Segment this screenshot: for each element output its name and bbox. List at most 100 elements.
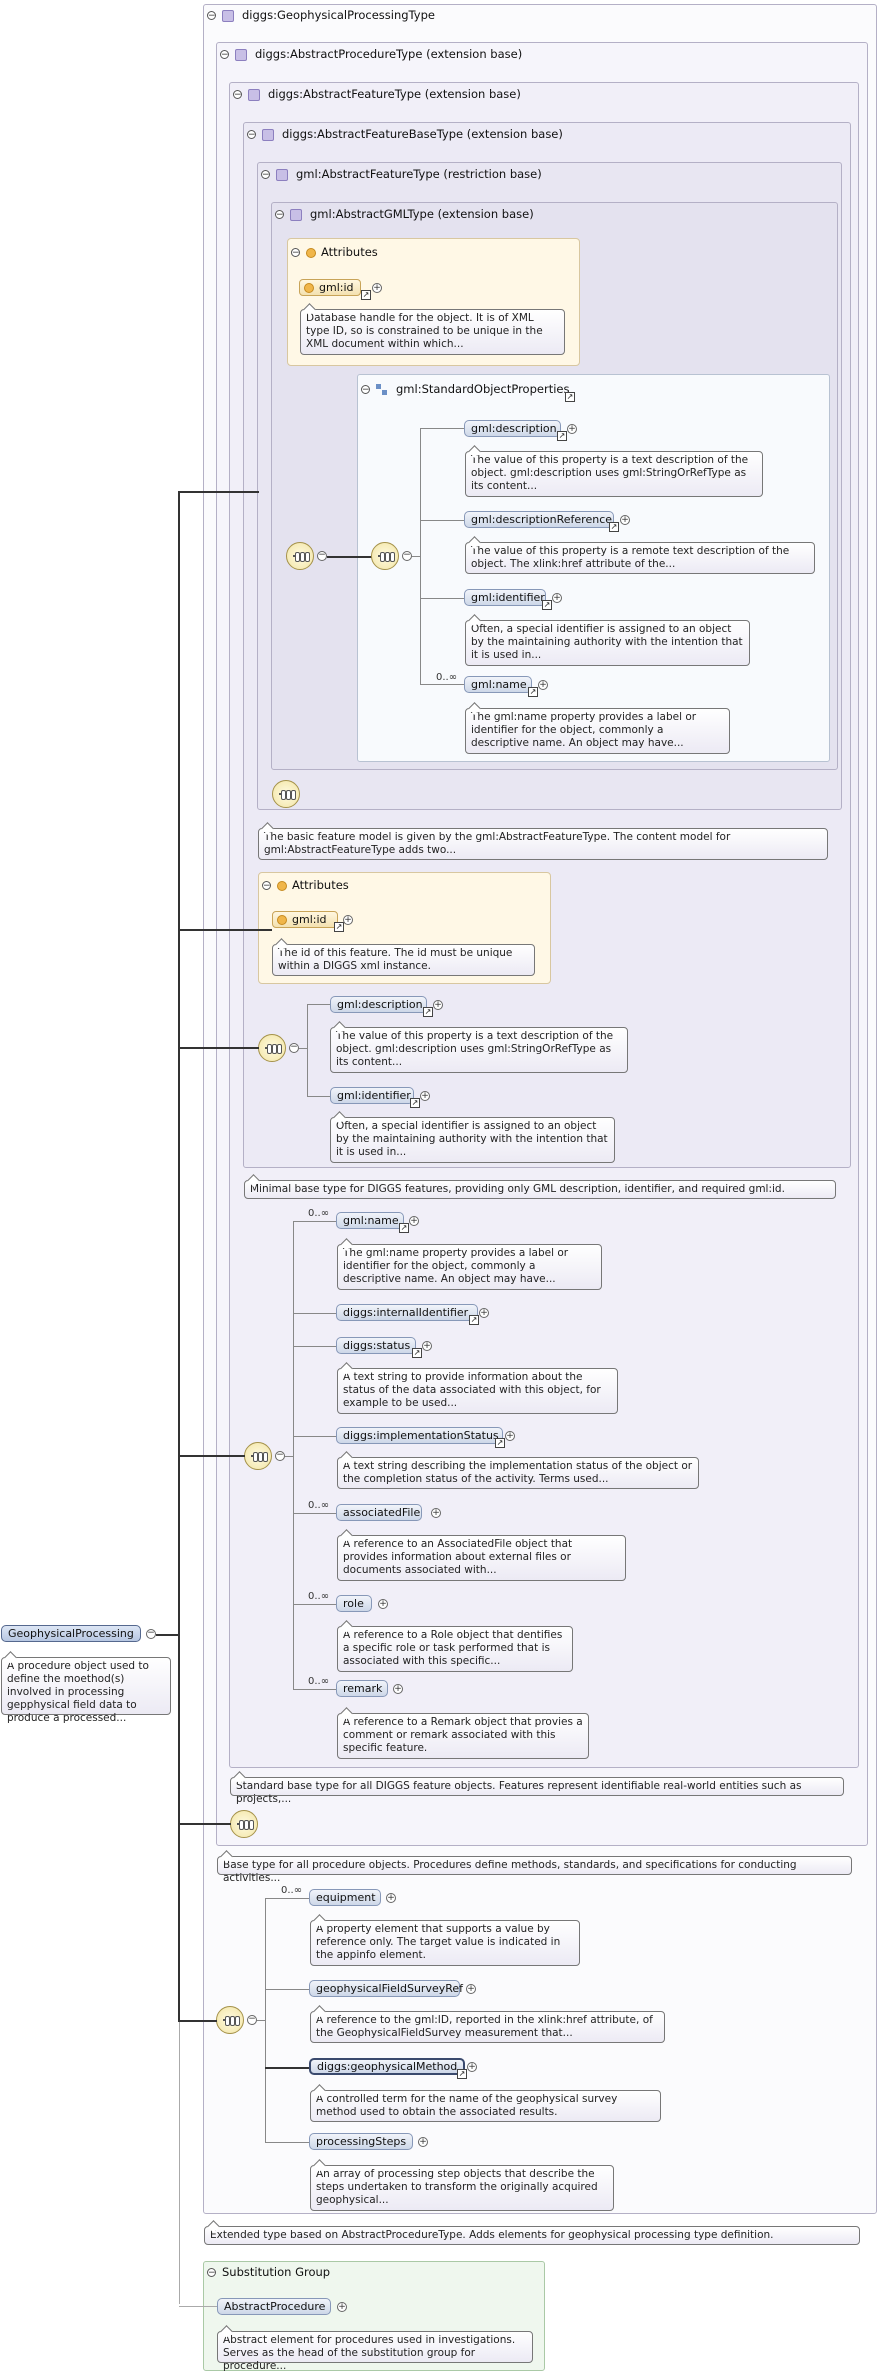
connector-line bbox=[265, 2142, 309, 2143]
connector-line bbox=[420, 684, 464, 685]
base-item-description-desc: The value of this property is a text des… bbox=[330, 1027, 628, 1073]
feature-item-implementation-status[interactable]: diggs:implementationStatus bbox=[336, 1427, 503, 1444]
feature-item-internal-identifier[interactable]: diggs:internalIdentifier bbox=[336, 1304, 478, 1321]
base-item-identifier[interactable]: gml:identifier bbox=[330, 1087, 414, 1104]
expand-icon[interactable]: + bbox=[337, 2302, 347, 2312]
gp-item-processing-steps-desc: An array of processing step objects that… bbox=[310, 2165, 614, 2211]
external-link-icon[interactable]: ↗ bbox=[334, 922, 344, 932]
collapse-icon[interactable]: − bbox=[402, 550, 412, 561]
external-link-icon[interactable]: ↗ bbox=[399, 1223, 409, 1233]
expand-icon[interactable]: + bbox=[567, 424, 577, 434]
external-link-icon[interactable]: ↗ bbox=[469, 1315, 479, 1325]
feature-item-associated-file[interactable]: associatedFile bbox=[336, 1504, 422, 1521]
external-link-icon[interactable]: ↗ bbox=[528, 687, 538, 697]
sequence-compositor-icon[interactable] bbox=[216, 2006, 244, 2034]
expand-icon[interactable]: + bbox=[479, 1308, 489, 1318]
expand-icon[interactable]: + bbox=[378, 1599, 388, 1609]
expand-icon[interactable]: + bbox=[386, 1893, 396, 1903]
external-link-icon[interactable]: ↗ bbox=[609, 522, 619, 532]
abstract-feature-type-header[interactable]: −diggs:AbstractFeatureType (extension ba… bbox=[233, 87, 521, 101]
attributes-header[interactable]: −Attributes bbox=[291, 245, 378, 259]
collapse-icon[interactable]: − bbox=[207, 11, 216, 21]
expand-icon[interactable]: + bbox=[422, 1341, 432, 1351]
external-link-icon[interactable]: ↗ bbox=[542, 600, 552, 610]
expand-icon[interactable]: + bbox=[418, 2137, 428, 2147]
sequence-compositor-icon[interactable] bbox=[244, 1442, 272, 1470]
collapse-icon[interactable]: − bbox=[220, 50, 229, 60]
expand-icon[interactable]: + bbox=[466, 1984, 476, 1994]
expand-icon[interactable]: + bbox=[505, 1431, 515, 1441]
external-link-icon[interactable]: ↗ bbox=[423, 1007, 433, 1017]
external-link-icon[interactable]: ↗ bbox=[565, 392, 575, 402]
sequence-compositor-icon[interactable] bbox=[258, 1034, 286, 1062]
collapse-icon[interactable]: − bbox=[247, 130, 256, 140]
external-link-icon[interactable]: ↗ bbox=[495, 1438, 505, 1448]
complex-type-icon bbox=[276, 168, 288, 181]
collapse-icon[interactable]: − bbox=[262, 881, 271, 891]
expand-icon[interactable]: + bbox=[538, 680, 548, 690]
collapse-icon[interactable]: − bbox=[275, 1450, 285, 1461]
expand-icon[interactable]: + bbox=[420, 1091, 430, 1101]
attributes-header[interactable]: −Attributes bbox=[262, 878, 349, 892]
std-item-identifier[interactable]: gml:identifier bbox=[464, 589, 546, 606]
collapse-icon[interactable]: − bbox=[317, 550, 327, 561]
external-link-icon[interactable]: ↗ bbox=[412, 1348, 422, 1358]
external-link-icon[interactable]: ↗ bbox=[557, 431, 567, 441]
expand-icon[interactable]: + bbox=[433, 1000, 443, 1010]
collapse-icon[interactable]: − bbox=[207, 2268, 216, 2278]
collapse-icon[interactable]: − bbox=[291, 248, 300, 258]
std-item-name[interactable]: gml:name bbox=[464, 676, 532, 693]
std-item-description[interactable]: gml:description bbox=[464, 420, 561, 437]
gp-item-geophysical-field-survey-ref[interactable]: geophysicalFieldSurveyRef bbox=[309, 1980, 463, 1997]
attribute-icon bbox=[304, 283, 314, 293]
gml-abstract-gml-type-header[interactable]: −gml:AbstractGMLType (extension base) bbox=[275, 207, 534, 221]
collapse-icon[interactable]: − bbox=[261, 170, 270, 180]
collapse-icon[interactable]: − bbox=[146, 1628, 156, 1639]
gp-item-equipment-desc: A property element that supports a value… bbox=[310, 1920, 580, 1966]
std-item-description-reference[interactable]: gml:descriptionReference bbox=[464, 511, 614, 528]
expand-icon[interactable]: + bbox=[431, 1508, 441, 1518]
collapse-icon[interactable]: − bbox=[289, 1042, 299, 1053]
sequence-compositor-icon[interactable] bbox=[230, 1810, 258, 1838]
gml-id-attribute[interactable]: gml:id bbox=[299, 279, 361, 296]
external-link-icon[interactable]: ↗ bbox=[361, 290, 371, 300]
expand-icon[interactable]: + bbox=[620, 515, 630, 525]
gp-item-geophysical-method[interactable]: diggs:geophysicalMethod bbox=[309, 2058, 465, 2075]
gp-item-equipment[interactable]: equipment bbox=[309, 1889, 381, 1906]
collapse-icon[interactable]: − bbox=[361, 385, 370, 395]
feature-item-remark[interactable]: remark bbox=[336, 1680, 388, 1697]
collapse-icon[interactable]: − bbox=[247, 2014, 257, 2025]
collapse-icon[interactable]: − bbox=[275, 210, 284, 220]
base-item-description[interactable]: gml:description bbox=[330, 996, 427, 1013]
gml-abstract-feature-type-header[interactable]: −gml:AbstractFeatureType (restriction ba… bbox=[261, 167, 542, 181]
expand-icon[interactable]: + bbox=[467, 2062, 477, 2072]
root-element-geophysical-processing[interactable]: GeophysicalProcessing bbox=[1, 1625, 141, 1642]
connector-line bbox=[178, 1823, 231, 1825]
expand-icon[interactable]: + bbox=[552, 593, 562, 603]
base-gml-id-attribute[interactable]: gml:id bbox=[272, 911, 338, 928]
connector-line bbox=[412, 556, 421, 557]
sequence-compositor-icon[interactable] bbox=[286, 542, 314, 570]
abstract-procedure-element[interactable]: AbstractProcedure bbox=[217, 2298, 331, 2315]
attribute-icon bbox=[277, 915, 287, 925]
feature-item-role[interactable]: role bbox=[336, 1595, 372, 1612]
gp-item-processing-steps[interactable]: processingSteps bbox=[309, 2133, 413, 2150]
external-link-icon[interactable]: ↗ bbox=[410, 1098, 420, 1108]
collapse-icon[interactable]: − bbox=[233, 90, 242, 100]
feature-item-name[interactable]: gml:name bbox=[336, 1212, 404, 1229]
external-link-icon[interactable]: ↗ bbox=[457, 2069, 467, 2079]
standard-object-properties-header[interactable]: −gml:StandardObjectProperties bbox=[361, 382, 570, 396]
sequence-compositor-icon[interactable] bbox=[371, 542, 399, 570]
geophysical-processing-type-header[interactable]: −diggs:GeophysicalProcessingType bbox=[207, 8, 435, 22]
expand-icon[interactable]: + bbox=[409, 1216, 419, 1226]
abstract-feature-base-type-header[interactable]: −diggs:AbstractFeatureBaseType (extensio… bbox=[247, 127, 563, 141]
expand-icon[interactable]: + bbox=[393, 1684, 403, 1694]
abstract-procedure-type-header[interactable]: −diggs:AbstractProcedureType (extension … bbox=[220, 47, 523, 61]
expand-icon[interactable]: + bbox=[343, 915, 353, 925]
sequence-compositor-icon[interactable] bbox=[272, 780, 300, 808]
connector-line bbox=[299, 1048, 308, 1049]
expand-icon[interactable]: + bbox=[372, 283, 382, 293]
substitution-group-header[interactable]: −Substitution Group bbox=[207, 2265, 331, 2279]
feature-item-status[interactable]: diggs:status bbox=[336, 1337, 416, 1354]
connector-line bbox=[156, 1634, 180, 1636]
